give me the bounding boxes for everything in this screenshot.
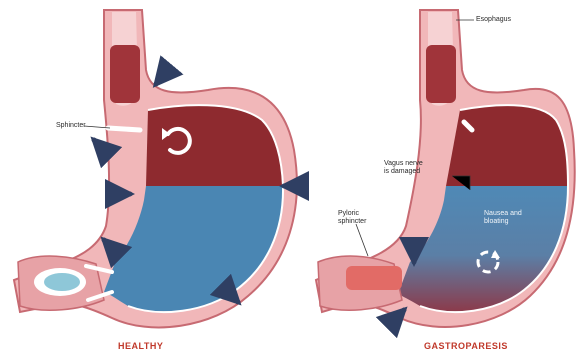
nausea-bloating-label-line2: bloating — [484, 218, 522, 226]
healthy-esophagus-content — [110, 45, 140, 103]
sphincter-label: Sphincter — [56, 122, 86, 130]
arrow-icon — [94, 140, 104, 150]
healthy-stomach — [14, 10, 297, 327]
pyloric-leader-line — [356, 224, 368, 256]
vagus-nerve-label-line2: is damaged — [384, 168, 423, 176]
healthy-pylorus-bolus-inner — [44, 273, 80, 291]
healthy-caption: HEALTHY — [118, 341, 163, 351]
healthy-cardiac-sphincter — [108, 128, 140, 130]
vagus-nerve-label-line1: Vagus nerve — [384, 160, 423, 168]
nausea-bloating-label: Nausea and bloating — [484, 210, 522, 226]
gastroparesis-esophagus-content — [426, 45, 456, 103]
gastroparesis-upper-chamber — [446, 105, 568, 186]
pyloric-sphincter-label: Pyloric sphincter — [338, 210, 366, 226]
pyloric-sphincter-label-line1: Pyloric — [338, 210, 366, 218]
nausea-bloating-label-line1: Nausea and — [484, 210, 522, 218]
vagus-nerve-label: Vagus nerve is damaged — [384, 160, 423, 176]
arrow-icon — [156, 72, 166, 84]
esophagus-label: Esophagus — [476, 16, 511, 24]
gastroparesis-caption: GASTROPARESIS — [424, 341, 508, 351]
gastroparesis-stomach — [316, 10, 575, 327]
pyloric-sphincter-label-line2: sphincter — [338, 218, 366, 226]
gastroparesis-pyloric-sphincter — [346, 266, 402, 290]
